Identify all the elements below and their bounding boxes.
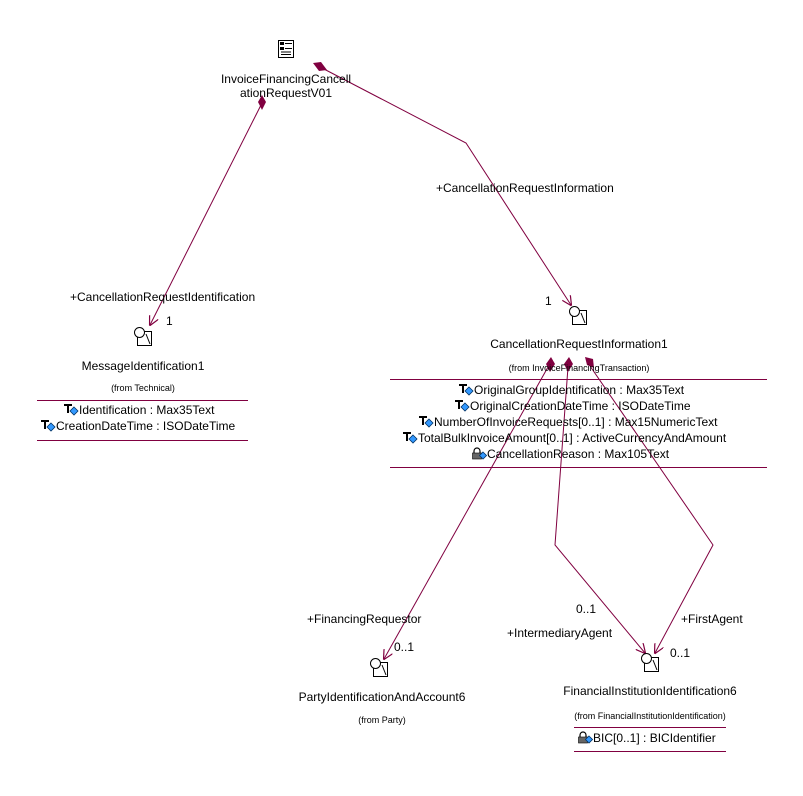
attribute-creation-date-time[interactable]: CreationDateTime : ISODateTime [40, 418, 235, 434]
association-cancellation-request-information[interactable] [313, 62, 571, 305]
class-divider [390, 379, 767, 380]
class-icon[interactable] [568, 305, 588, 325]
multiplicity-cancellation-request-identification: 1 [166, 314, 173, 328]
association-financing-requestor[interactable] [384, 357, 555, 659]
aggregation-diamond [313, 62, 327, 71]
class-divider [574, 727, 726, 728]
class-name-financial-institution[interactable]: FinancialInstitutionIdentification6 [563, 684, 737, 698]
class-divider [390, 467, 767, 468]
class-package-message-identification: (from Technical) [111, 383, 175, 393]
aggregation-diamond [258, 95, 266, 110]
root-name-line2: ationRequestV01 [239, 86, 333, 100]
multiplicity-intermediary-agent: 0..1 [576, 602, 597, 616]
association-intermediary-agent[interactable] [554, 357, 645, 653]
root-name-line1: InvoiceFinancingCancell [220, 72, 352, 86]
class-divider [37, 400, 248, 401]
role-financing-requestor: +FinancingRequestor [307, 612, 422, 626]
attribute-original-creation-date-time[interactable]: OriginalCreationDateTime : ISODateTime [454, 398, 691, 414]
multiplicity-first-agent: 0..1 [670, 646, 691, 660]
attribute-icon [40, 419, 56, 432]
class-icon[interactable] [133, 326, 153, 346]
association-first-agent[interactable] [585, 357, 714, 653]
attribute-icon [63, 403, 79, 416]
lock-attribute-icon [577, 731, 594, 744]
attribute-identification[interactable]: Identification : Max35Text [63, 402, 214, 418]
role-cancellation-request-information: +CancellationRequestInformation [436, 181, 614, 195]
class-name-party-identification[interactable]: PartyIdentificationAndAccount6 [298, 690, 466, 704]
class-name-message-identification[interactable]: MessageIdentification1 [81, 359, 205, 373]
class-package-party-identification: (from Party) [358, 715, 406, 725]
lock-attribute-icon [471, 447, 488, 460]
attribute-icon [402, 431, 418, 444]
message-definition-icon[interactable] [278, 40, 294, 58]
class-icon[interactable] [640, 652, 660, 672]
attribute-icon [454, 399, 470, 412]
association-cancellation-request-identification[interactable] [150, 95, 266, 325]
class-package-cancellation-request-information: (from InvoiceFinancingTransaction) [508, 363, 650, 373]
attribute-cancellation-reason[interactable]: CancellationReason : Max105Text [471, 446, 669, 462]
attribute-bic[interactable]: BIC[0..1] : BICIdentifier [577, 730, 716, 746]
attribute-total-bulk-invoice-amount[interactable]: TotalBulkInvoiceAmount[0..1] : ActiveCur… [402, 430, 726, 446]
attribute-number-of-invoice-requests[interactable]: NumberOfInvoiceRequests[0..1] : Max15Num… [418, 414, 717, 430]
class-name-cancellation-request-information[interactable]: CancellationRequestInformation1 [490, 337, 668, 351]
aggregation-diamond [585, 357, 594, 368]
class-package-financial-institution: (from FinancialInstitutionIdentification… [574, 711, 726, 721]
class-divider [37, 440, 248, 441]
class-divider [574, 751, 726, 752]
role-first-agent: +FirstAgent [681, 612, 743, 626]
multiplicity-cancellation-request-information: 1 [545, 294, 552, 308]
role-cancellation-request-identification: +CancellationRequestIdentification [70, 290, 256, 304]
attribute-icon [418, 415, 434, 428]
attribute-icon [458, 383, 474, 396]
role-intermediary-agent: +IntermediaryAgent [507, 626, 613, 640]
aggregation-diamond [564, 357, 573, 372]
aggregation-diamond [546, 357, 555, 372]
multiplicity-financing-requestor: 0..1 [394, 640, 415, 654]
attribute-original-group-identification[interactable]: OriginalGroupIdentification : Max35Text [458, 382, 684, 398]
class-icon[interactable] [369, 657, 389, 677]
